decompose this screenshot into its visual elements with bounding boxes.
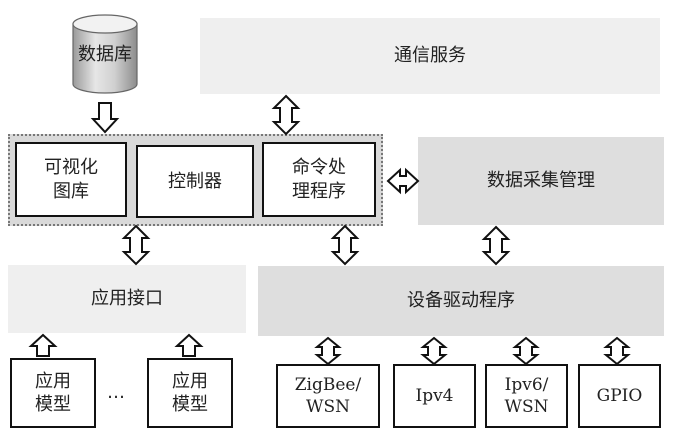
arrow-interface-model1 bbox=[28, 333, 58, 357]
device-driver-label: 设备驱动程序 bbox=[407, 290, 515, 312]
database-label: 数据库 bbox=[78, 44, 132, 66]
arrow-driver-zigbee bbox=[314, 336, 342, 366]
zigbee-box: ZigBee/ WSN bbox=[276, 364, 380, 428]
app-model-label-1: 应用 模型 bbox=[35, 370, 71, 415]
arrow-comm-command bbox=[271, 94, 301, 136]
arrow-interface-model2 bbox=[174, 333, 204, 357]
ellipsis: … bbox=[107, 382, 125, 403]
comm-service-label: 通信服务 bbox=[394, 45, 466, 67]
comm-service-block: 通信服务 bbox=[200, 18, 660, 94]
arrow-driver-ipv4 bbox=[420, 336, 448, 366]
app-interface-label: 应用接口 bbox=[91, 288, 163, 310]
visual-library-box: 可视化 图库 bbox=[15, 142, 127, 217]
ipv6-box: Ipv6/ WSN bbox=[485, 364, 568, 428]
data-acquisition-label: 数据采集管理 bbox=[487, 170, 595, 192]
visual-library-label: 可视化 图库 bbox=[44, 157, 98, 202]
database-icon bbox=[72, 14, 138, 94]
arrow-group-interface bbox=[121, 224, 151, 266]
ipv4-box: Ipv4 bbox=[393, 364, 476, 428]
app-model-label-2: 应用 模型 bbox=[172, 370, 208, 415]
ipv6-label: Ipv6/ WSN bbox=[504, 374, 549, 417]
data-acquisition-block: 数据采集管理 bbox=[418, 137, 664, 225]
device-driver-block: 设备驱动程序 bbox=[258, 266, 664, 336]
arrow-command-acquisition bbox=[386, 167, 420, 195]
controller-box: 控制器 bbox=[136, 145, 254, 218]
arrow-driver-ipv6 bbox=[512, 336, 540, 366]
command-processor-label: 命令处 理程序 bbox=[292, 157, 346, 202]
ipv4-label: Ipv4 bbox=[415, 385, 454, 406]
app-interface-block: 应用接口 bbox=[8, 265, 246, 333]
command-processor-box: 命令处 理程序 bbox=[262, 142, 376, 217]
app-model-box-2: 应用 模型 bbox=[147, 358, 233, 428]
arrow-db-to-library bbox=[90, 102, 120, 134]
gpio-label: GPIO bbox=[596, 385, 643, 406]
zigbee-label: ZigBee/ WSN bbox=[294, 374, 362, 417]
controller-label: 控制器 bbox=[168, 170, 222, 192]
arrow-driver-gpio bbox=[603, 336, 631, 366]
gpio-box: GPIO bbox=[578, 364, 661, 428]
app-model-box-1: 应用 模型 bbox=[10, 358, 96, 428]
arrow-acquisition-driver bbox=[481, 225, 511, 266]
arrow-command-driver bbox=[330, 224, 360, 266]
